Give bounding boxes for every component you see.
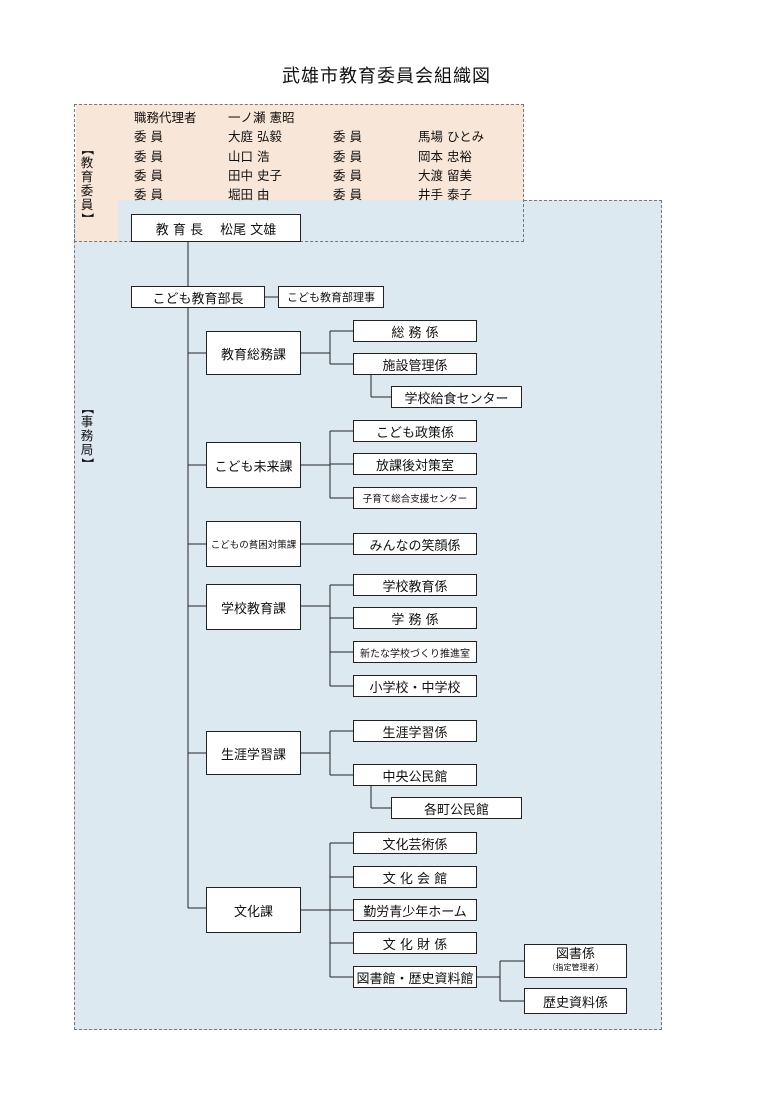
member-role: 職務代理者 — [134, 110, 197, 125]
section-box: 中央公民館 — [353, 764, 477, 786]
section-label: 図書館・歴史資料館 — [356, 971, 474, 987]
member-role: 委 員 — [134, 129, 163, 144]
member-name: 岡本 忠裕 — [418, 149, 472, 164]
section-box: 生涯学習係 — [353, 720, 477, 742]
subsection-box: 学校給食センター — [391, 386, 522, 408]
division-box: 生涯学習課 — [206, 731, 301, 775]
subsection-box: 各町公民館 — [391, 797, 522, 819]
director-assistant-box: こども教育部理事 — [278, 286, 384, 308]
section-box: 学校教育係 — [353, 574, 477, 596]
subsection-note: （指定管理者） — [547, 963, 604, 972]
director-assistant-label: こども教育部理事 — [287, 291, 375, 304]
director-box: こども教育部長 — [131, 286, 265, 308]
board-label-text: 【教育委員】 — [80, 142, 95, 226]
section-box: 子育て総合支援センター — [353, 487, 477, 509]
subsection-label: 図書係 — [555, 947, 595, 962]
superintendent-label: 教 育 長 松尾 文雄 — [155, 222, 277, 238]
member-role: 委 員 — [134, 149, 163, 164]
member-role: 委 員 — [333, 149, 362, 164]
section-box: 文化芸術係 — [353, 832, 477, 854]
member-name: 堀田 由 — [228, 187, 270, 202]
superintendent-box: 教 育 長 松尾 文雄 — [131, 214, 301, 242]
subsection-label: 各町公民館 — [423, 802, 489, 818]
office-label-text: 【事務局】 — [80, 401, 95, 471]
member-role: 委 員 — [333, 187, 362, 202]
division-label: 生涯学習課 — [220, 747, 286, 763]
board-label: 【教育委員】 — [79, 142, 95, 226]
director-label: こども教育部長 — [152, 291, 244, 307]
section-box: 施設管理係 — [353, 353, 477, 375]
member-name: 山口 浩 — [228, 149, 270, 164]
member-name: 大渡 留美 — [418, 168, 472, 183]
page-title: 武雄市教育委員会組織図 — [282, 66, 491, 87]
member-name: 一ノ瀬 憲昭 — [228, 110, 295, 125]
section-label: 施設管理係 — [382, 358, 448, 374]
subsection-box: 図書係 （指定管理者） — [524, 944, 627, 978]
section-label: 生涯学習係 — [382, 725, 448, 741]
section-label: 子育て総合支援センター — [362, 494, 468, 505]
section-box: 小学校・中学校 — [353, 675, 477, 697]
division-label: こども未来課 — [214, 459, 293, 475]
division-box: こどもの貧困対策課 — [206, 521, 301, 567]
section-label: みんなの笑顔係 — [369, 538, 461, 554]
section-box: みんなの笑顔係 — [353, 533, 477, 555]
division-label: 教育総務課 — [220, 347, 286, 363]
member-role: 委 員 — [333, 129, 362, 144]
section-label: 中央公民館 — [382, 769, 448, 785]
section-box: 文 化 財 係 — [353, 932, 477, 954]
subsection-box: 歴史資料係 — [524, 988, 627, 1014]
division-box: 学校教育課 — [206, 584, 301, 630]
section-box: 学 務 係 — [353, 607, 477, 629]
section-label: 放課後対策室 — [375, 458, 454, 474]
member-role: 委 員 — [134, 168, 163, 183]
member-role: 委 員 — [134, 187, 163, 202]
division-label: 学校教育課 — [220, 601, 286, 617]
section-box: 図書館・歴史資料館 — [353, 966, 477, 988]
subsection-label: 歴史資料係 — [542, 995, 608, 1011]
division-label: 文化課 — [233, 904, 273, 920]
section-label: 文 化 会 館 — [382, 871, 448, 887]
section-box: 総 務 係 — [353, 320, 477, 342]
member-name: 田中 史子 — [228, 168, 282, 183]
subsection-label: 学校給食センター — [404, 391, 509, 407]
division-box: 教育総務課 — [206, 331, 301, 375]
section-label: 勤労青少年ホーム — [363, 904, 467, 920]
division-box: 文化課 — [206, 887, 301, 933]
section-box: 文 化 会 館 — [353, 866, 477, 888]
section-label: 総 務 係 — [391, 325, 439, 341]
section-box: 放課後対策室 — [353, 453, 477, 475]
division-box: こども未来課 — [206, 442, 301, 488]
office-label: 【事務局】 — [79, 401, 95, 471]
section-label: 小学校・中学校 — [369, 680, 461, 696]
section-label: 学 務 係 — [391, 612, 439, 628]
section-box: こども政策係 — [353, 420, 477, 442]
section-label: 学校教育係 — [382, 579, 448, 595]
section-box: 新たな学校づくり推進室 — [353, 641, 477, 663]
section-label: こども政策係 — [375, 425, 454, 441]
section-label: 文 化 財 係 — [382, 937, 448, 953]
section-label: 文化芸術係 — [382, 837, 448, 853]
division-label: こどもの貧困対策課 — [210, 540, 297, 551]
section-label: 新たな学校づくり推進室 — [360, 648, 470, 660]
member-role: 委 員 — [333, 168, 362, 183]
member-name: 井手 泰子 — [418, 187, 472, 202]
member-name: 大庭 弘毅 — [228, 129, 282, 144]
member-name: 馬場 ひとみ — [418, 129, 485, 144]
section-box: 勤労青少年ホーム — [353, 899, 477, 921]
board-region-top — [214, 104, 524, 200]
